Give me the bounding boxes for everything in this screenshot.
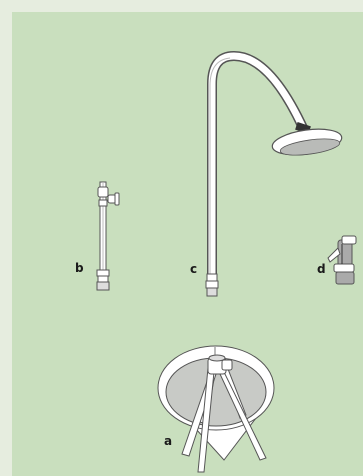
- part-a-basin: [158, 346, 274, 472]
- label-b: b: [75, 262, 84, 274]
- label-c: c: [190, 263, 197, 275]
- part-c-shower: [206, 56, 343, 296]
- part-b-riser: [97, 182, 119, 290]
- shower-parts-drawing: [12, 12, 363, 476]
- illustration-panel: a b c d: [12, 12, 363, 476]
- part-d-valve: [328, 236, 356, 284]
- label-a: a: [164, 435, 172, 447]
- label-d: d: [317, 263, 326, 275]
